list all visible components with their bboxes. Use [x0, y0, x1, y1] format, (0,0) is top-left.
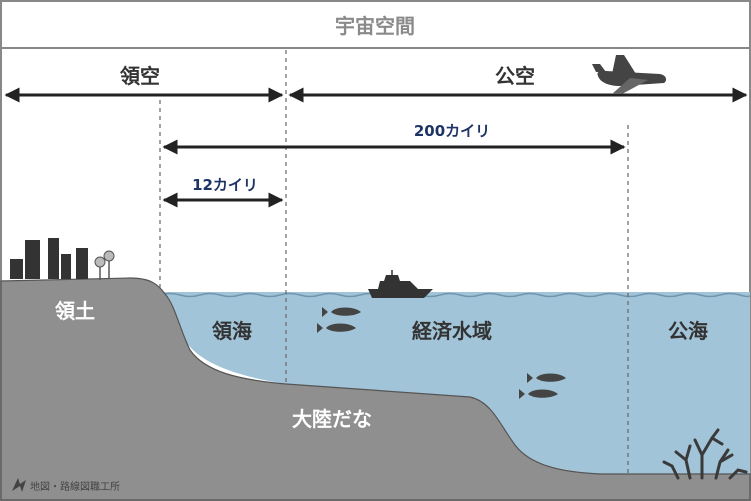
- label-high-sea: 公海: [668, 319, 708, 343]
- city-icon: [10, 238, 88, 279]
- label-space: 宇宙空間: [335, 14, 415, 38]
- label-200nm: 200カイリ: [414, 122, 490, 140]
- tree-icon: [94, 250, 115, 280]
- label-eez: 経済水域: [412, 319, 492, 343]
- credit-text: 地図・路線図職工所: [30, 480, 120, 493]
- fish-icon: [527, 373, 566, 383]
- sea-body: [160, 292, 750, 474]
- coral-icon: [662, 428, 748, 480]
- label-land: 領土: [55, 299, 95, 323]
- label-continental-shelf: 大陸だな: [292, 407, 372, 431]
- label-territorial-air: 領空: [120, 64, 160, 88]
- label-territorial-sea: 領海: [212, 319, 252, 343]
- fish-icon: [322, 307, 361, 317]
- label-12nm: 12カイリ: [192, 176, 258, 194]
- airplane-icon: [592, 55, 667, 94]
- sea-surface: [159, 292, 751, 298]
- fish-icon: [519, 389, 558, 399]
- label-high-air: 公空: [495, 64, 535, 88]
- land-and-seabed: [0, 277, 751, 501]
- fish-icon: [317, 323, 356, 333]
- logo-icon: [12, 478, 26, 492]
- ship-icon: [368, 270, 433, 298]
